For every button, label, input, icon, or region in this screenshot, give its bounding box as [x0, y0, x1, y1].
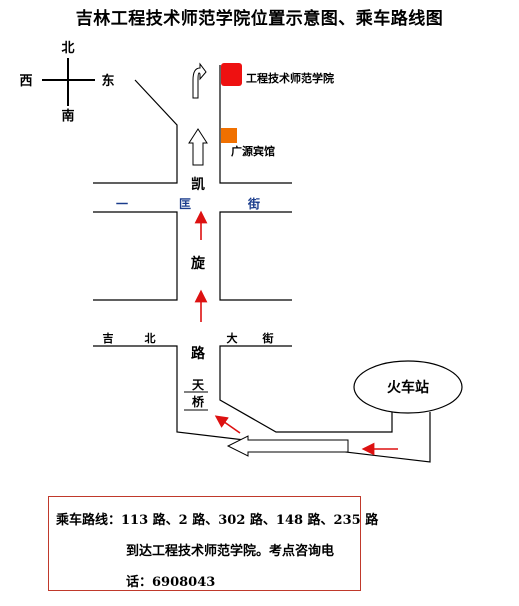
compass-east: 东	[101, 73, 114, 89]
road-lines	[93, 65, 431, 463]
compass-south: 南	[61, 108, 74, 124]
route-line-2: 到达工程技术师范学院。考点咨询电	[126, 544, 335, 559]
street-yijing-char-1: 一	[116, 197, 128, 211]
street-jibei-char-3: 大	[227, 331, 238, 345]
station-ellipse	[353, 360, 463, 414]
college-label: 工程技术师范学院	[246, 71, 334, 85]
turn-arrow	[192, 62, 207, 99]
route-line-1: 乘车路线：113 路、2 路、302 路、148 路、235 路	[56, 513, 379, 528]
overpass-char-2: 桥	[192, 394, 205, 409]
overpass-char-1: 天	[192, 378, 205, 392]
street-yijing-char-3: 街	[247, 196, 260, 211]
hotel-marker	[221, 128, 237, 143]
street-yijing-char-2: 匡	[179, 197, 191, 211]
hotel-label: 广源宾馆	[231, 144, 275, 158]
compass-north: 北	[61, 41, 74, 56]
hollow-arrow-up	[188, 128, 208, 166]
compass-west: 西	[19, 74, 32, 89]
route-info-box	[48, 496, 361, 591]
route-line-3: 话：6908043	[126, 575, 216, 590]
red-route-arrows	[194, 210, 398, 456]
road-char-2: 旋	[190, 255, 206, 272]
street-jibei-char-1: 吉	[103, 331, 114, 345]
road-char-3: 路	[191, 345, 206, 362]
compass: 北 南 西 东	[19, 41, 114, 124]
street-jibei-char-2: 北	[145, 331, 156, 345]
page-title: 吉林工程技术师范学院位置示意图、乘车路线图	[75, 9, 444, 29]
hollow-arrow-left	[226, 435, 349, 457]
road-char-1: 凯	[191, 176, 205, 193]
street-jibei-char-4: 街	[262, 331, 274, 345]
station-label: 火车站	[387, 379, 429, 396]
college-marker	[221, 63, 242, 86]
